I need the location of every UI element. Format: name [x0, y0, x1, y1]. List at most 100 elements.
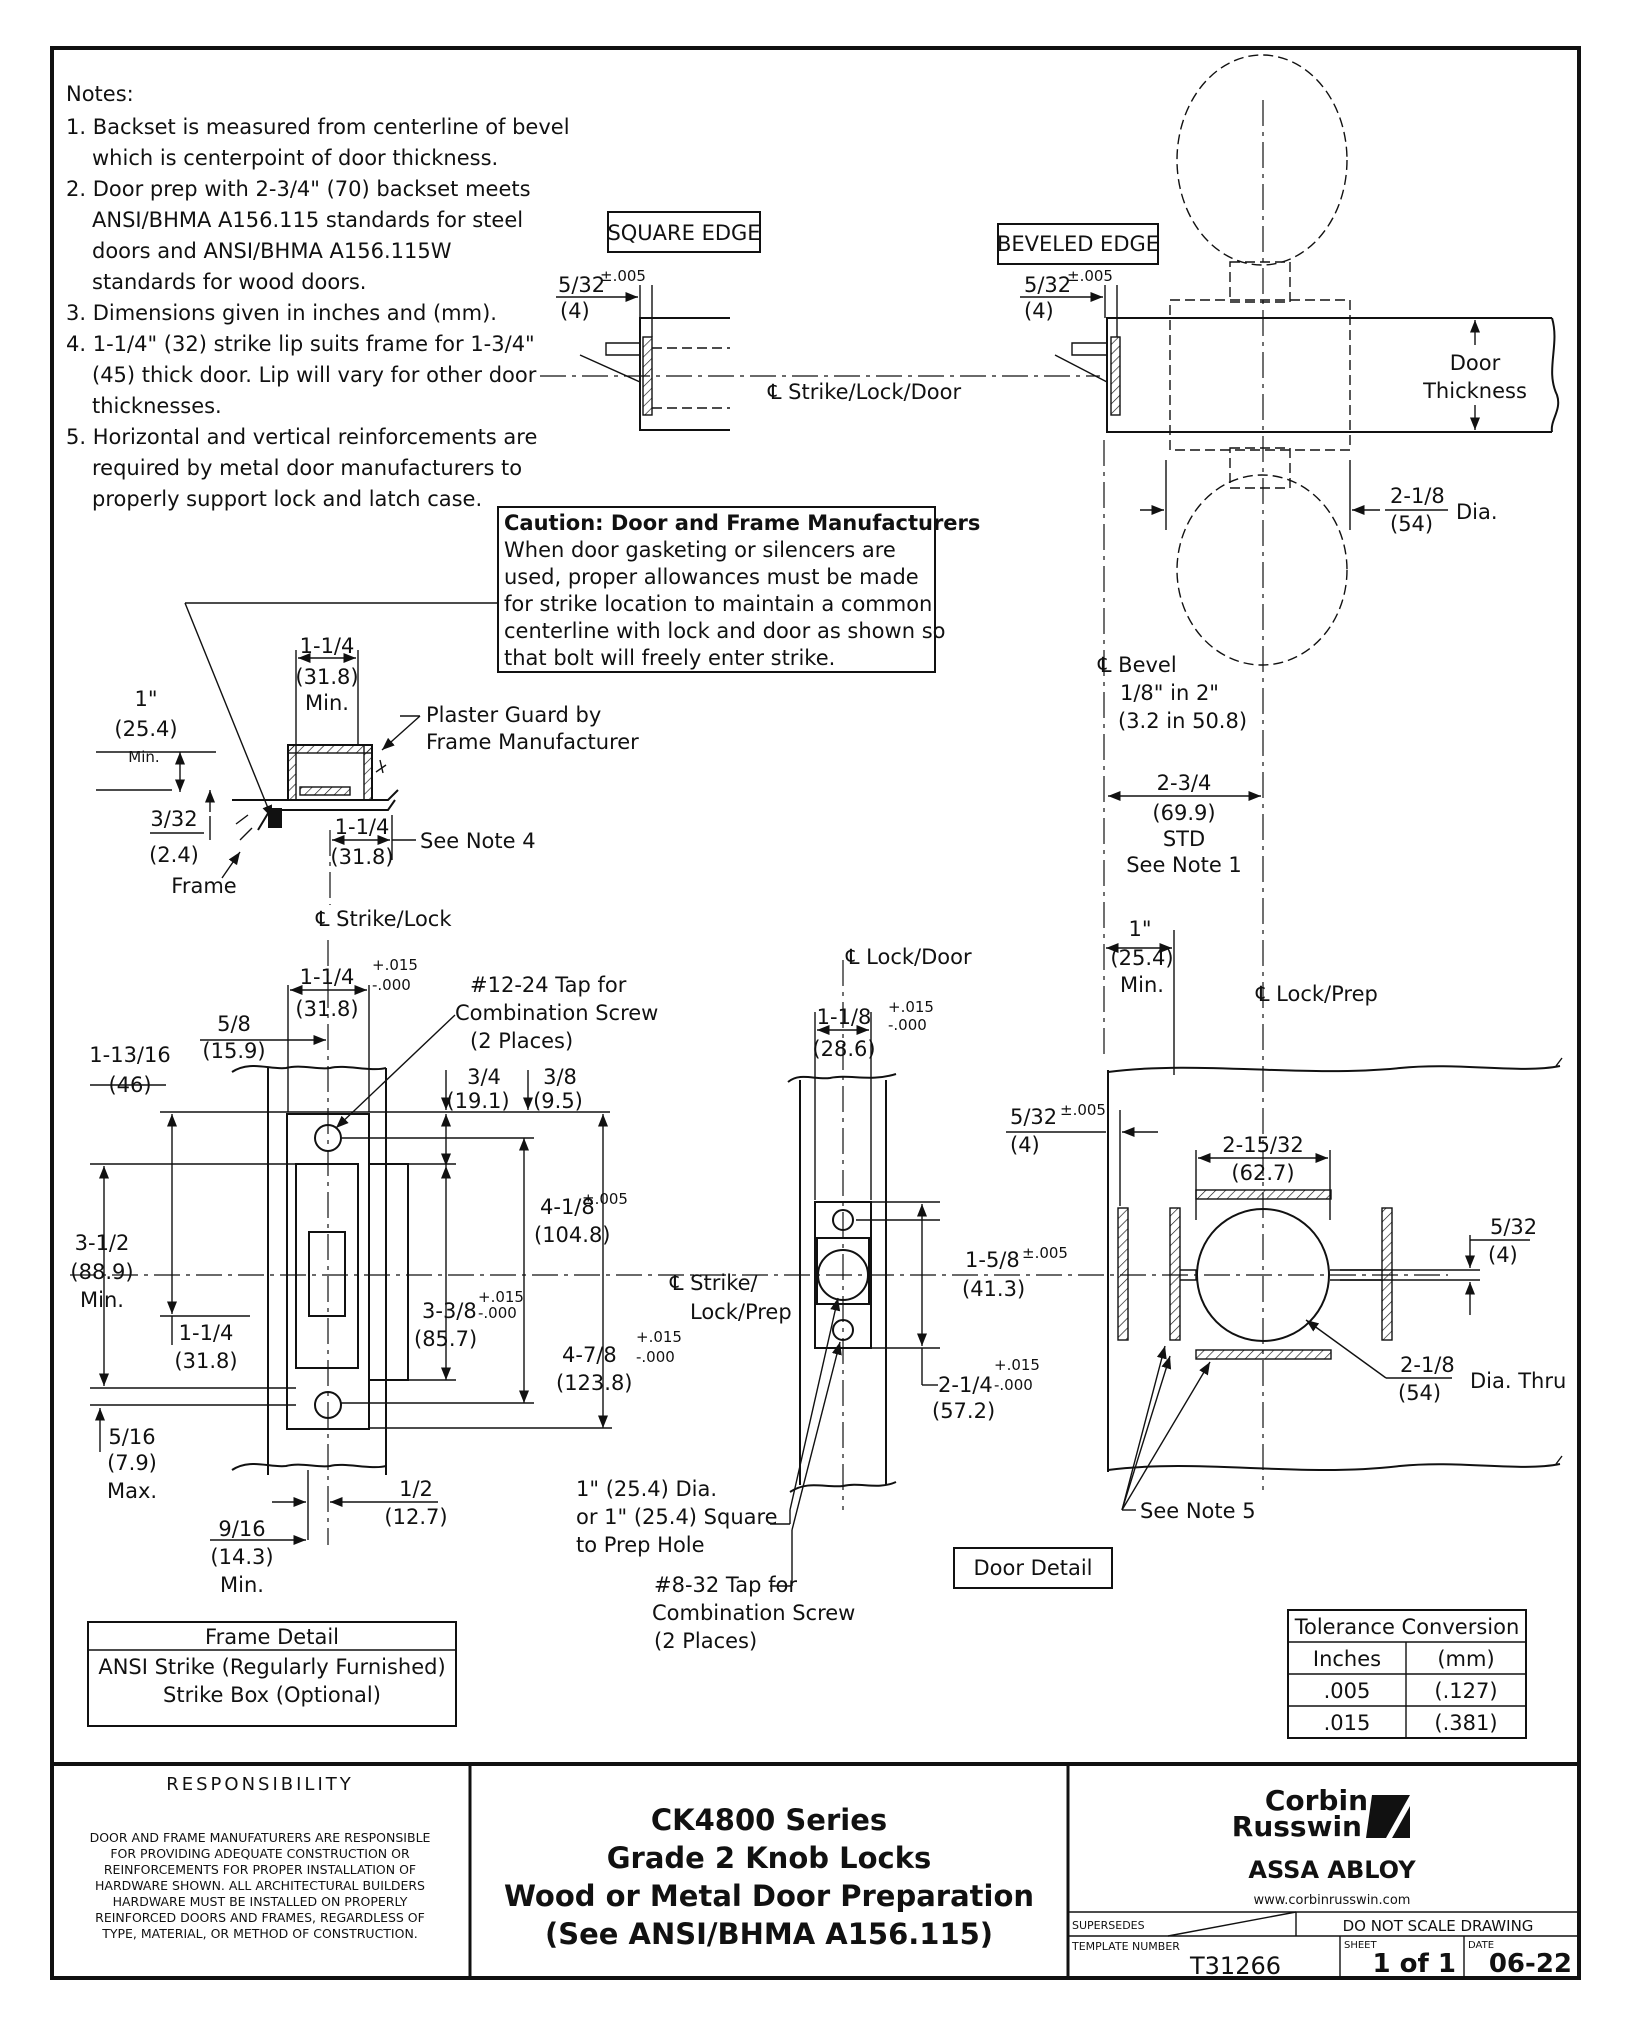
caution-line: centerline with lock and door as shown s…	[504, 619, 945, 643]
dd-a-tol: ±.005	[1060, 1101, 1106, 1119]
fd-a-mm: (15.9)	[202, 1039, 265, 1063]
fd-e-in: 4-1/8	[540, 1195, 595, 1219]
knob-dia-suffix: Dia.	[1456, 500, 1498, 524]
resp-line: REINFORCED DOORS AND FRAMES, REGARDLESS …	[95, 1910, 425, 1925]
caution-box: Caution: Door and Frame Manufacturers Wh…	[497, 506, 980, 673]
fd-d-in: 3/8	[543, 1065, 577, 1089]
dd-a-in: 5/32	[1010, 1105, 1057, 1129]
backset-dims: ℄ Bevel 1/8" in 2" (3.2 in 50.8) 2-3/4 (…	[1097, 653, 1378, 1075]
section-lip-note: See Note 4	[420, 829, 536, 853]
fd-g-tol-m: -.000	[478, 1304, 517, 1322]
frame-table-title: Frame Detail	[205, 1625, 339, 1649]
caution-title: Caution: Door and Frame Manufacturers	[504, 511, 980, 535]
fd-b-in: 1-13/16	[89, 1043, 170, 1067]
cl-strike-lock-prep: ℄ Strike/	[669, 1271, 759, 1295]
note-line: doors and ANSI/BHMA A156.115W	[92, 239, 452, 263]
fd-f-in: 3-1/2	[75, 1231, 130, 1255]
note-line: required by metal door manufacturers to	[92, 456, 522, 480]
fd-c-in: 3/4	[467, 1065, 501, 1089]
le-w-mm: (28.6)	[812, 1037, 875, 1061]
tolerance-cell: (.127)	[1434, 1679, 1497, 1703]
fd-w-in: 1-1/4	[300, 965, 355, 989]
fd-w-tol-m: -.000	[372, 976, 411, 994]
dd-c-mm: (54)	[1398, 1381, 1441, 1405]
fd-g-tol-p: +.015	[478, 1288, 524, 1306]
fd-i-in: 4-7/8	[562, 1343, 617, 1367]
note-line: ANSI/BHMA A156.115 standards for steel	[92, 208, 523, 232]
frame-table-row: Strike Box (Optional)	[163, 1683, 381, 1707]
dd-hole-mm: (62.7)	[1231, 1161, 1294, 1185]
fd-f-min: Min.	[80, 1288, 124, 1312]
note-line: properly support lock and latch case.	[92, 487, 482, 511]
fd-tap-l2: Combination Screw	[455, 1001, 658, 1025]
section-d2-mm: (2.4)	[149, 843, 199, 867]
door-thickness-l2: Thickness	[1422, 379, 1527, 403]
bevel-l2: 1/8" in 2"	[1120, 681, 1219, 705]
door-detail-label: Door Detail	[973, 1556, 1092, 1580]
beveled-edge-mm: (4)	[1024, 299, 1054, 323]
edge-min-in: 1"	[1128, 917, 1151, 941]
fd-j-in: 5/16	[108, 1425, 155, 1449]
lock-edge-detail: ℄ Lock/Door 1-1/8 +.015 -.000 (28.6) ℄ S…	[576, 945, 1068, 1653]
le-w-tol-p: +.015	[888, 998, 934, 1016]
note-line: thicknesses.	[92, 394, 222, 418]
square-edge-detail: SQUARE EDGE 5/32 ±.005 (4) ℄ Strike/Lock…	[556, 211, 961, 431]
le-tap-l1: #8-32 Tap for	[654, 1573, 797, 1597]
fd-w-mm: (31.8)	[295, 997, 358, 1021]
dd-c-suffix: Dia. Thru	[1470, 1369, 1566, 1393]
note-line: which is centerpoint of door thickness.	[92, 146, 498, 170]
brand-russwin: Russwin	[1232, 1810, 1362, 1843]
section-d1-mm: (25.4)	[114, 717, 177, 741]
le-w-tol-m: -.000	[888, 1016, 927, 1034]
sheet-number: 1 of 1	[1373, 1949, 1456, 1979]
le-w-in: 1-1/8	[817, 1005, 872, 1029]
square-edge-label: SQUARE EDGE	[607, 221, 760, 245]
backset-std: STD	[1163, 827, 1205, 851]
title-line: (See ANSI/BHMA A156.115)	[545, 1917, 993, 1951]
fd-j-mm: (7.9)	[107, 1451, 157, 1475]
le-prep-l1: 1" (25.4) Dia.	[576, 1477, 717, 1501]
square-edge-mm: (4)	[560, 299, 590, 323]
plaster-guard-l2: Frame Manufacturer	[426, 730, 639, 754]
tolerance-header: (mm)	[1437, 1647, 1494, 1671]
cl-strike-lock-door: ℄ Strike/Lock/Door	[767, 380, 961, 404]
frame-section: 1-1/4 (31.8) Min. Plaster Guard by Frame…	[96, 634, 639, 931]
fd-j-max: Max.	[107, 1479, 157, 1503]
responsibility-block: RESPONSIBILITY DOOR AND FRAME MANUFATURE…	[90, 1774, 431, 1941]
caution-line: that bolt will freely enter strike.	[504, 646, 835, 670]
beveled-edge-label: BEVELED EDGE	[997, 232, 1159, 256]
fd-e-mm: (104.8)	[534, 1223, 611, 1247]
cl-strike-lock-prep-l2: Lock/Prep	[690, 1300, 792, 1324]
tolerance-cell: .015	[1324, 1711, 1371, 1735]
le-a-in: 1-5/8	[965, 1248, 1020, 1272]
sheet-label: SHEET	[1344, 1940, 1378, 1951]
title-line: Wood or Metal Door Preparation	[504, 1879, 1034, 1913]
backset-in: 2-3/4	[1157, 771, 1212, 795]
note-line: (45) thick door. Lip will vary for other…	[92, 363, 537, 387]
beveled-edge-dim: 5/32	[1024, 273, 1071, 297]
square-edge-dim: 5/32	[558, 273, 605, 297]
note-line: 2. Door prep with 2-3/4" (70) backset me…	[66, 177, 531, 201]
note-line: standards for wood doors.	[92, 270, 366, 294]
le-b-tol-p: +.015	[994, 1356, 1040, 1374]
backset-note: See Note 1	[1126, 853, 1242, 877]
le-tap-l2: Combination Screw	[652, 1601, 855, 1625]
template-number: T31266	[1189, 1952, 1281, 1980]
date-label: DATE	[1468, 1940, 1494, 1951]
tolerance-title: Tolerance Conversion	[1294, 1615, 1520, 1639]
frame-detail-table: Frame Detail ANSI Strike (Regularly Furn…	[87, 1621, 457, 1727]
resp-line: FOR PROVIDING ADEQUATE CONSTRUCTION OR	[110, 1846, 410, 1861]
fd-a-in: 5/8	[217, 1012, 251, 1036]
section-lip-in: 1-1/4	[335, 815, 390, 839]
fd-k-mm: (12.7)	[384, 1505, 447, 1529]
fd-e-tol: ±.005	[582, 1190, 628, 1208]
fd-h-in: 1-1/4	[179, 1321, 234, 1345]
notes-block: Notes: 1. Backset is measured from cente…	[66, 82, 570, 511]
frame-detail: 1-1/4 +.015 -.000 (31.8) 5/8 (15.9) #12-…	[70, 940, 682, 1597]
dd-note: See Note 5	[1140, 1499, 1256, 1523]
resp-line: DOOR AND FRAME MANUFATURERS ARE RESPONSI…	[90, 1830, 431, 1845]
square-edge-tol: ±.005	[600, 267, 646, 285]
dd-b-mm: (4)	[1488, 1243, 1518, 1267]
section-w-min: Min.	[305, 691, 349, 715]
